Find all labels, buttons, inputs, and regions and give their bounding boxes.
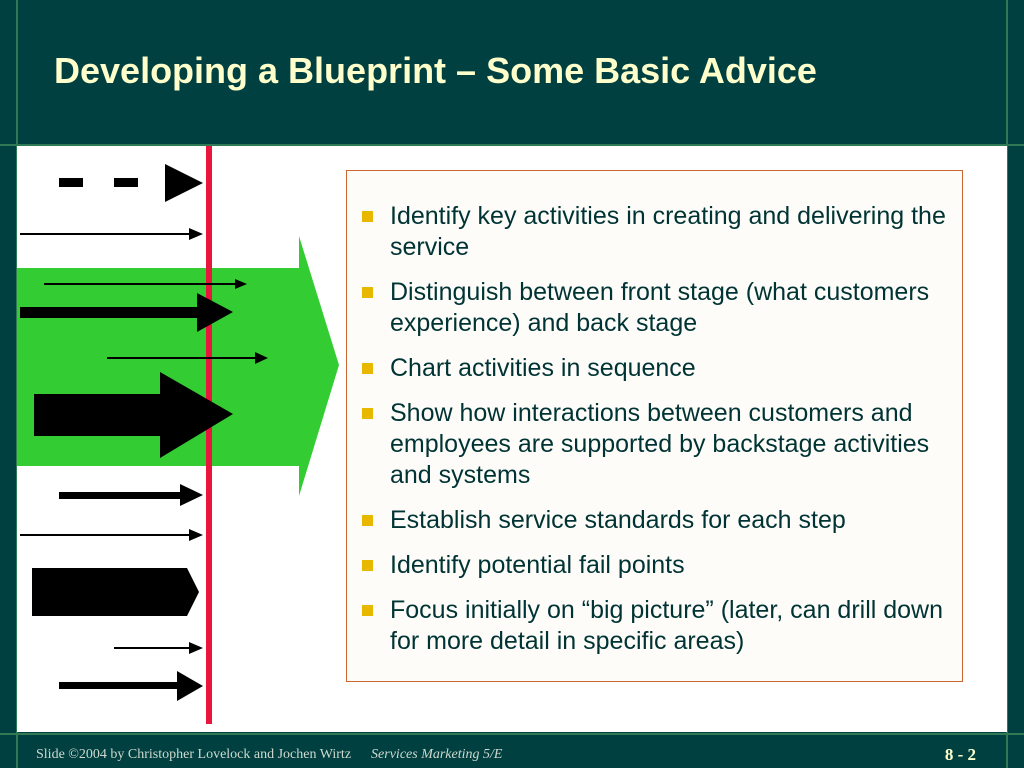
square-bullet-icon bbox=[362, 287, 373, 298]
bullet-item: Distinguish between front stage (what cu… bbox=[361, 277, 946, 339]
bullet-item: Focus initially on “big picture” (later,… bbox=[361, 595, 946, 657]
blueprint-arrows-diagram bbox=[17, 146, 339, 724]
page-number: 8 - 2 bbox=[944, 745, 976, 764]
bullet-item: Chart activities in sequence bbox=[361, 353, 946, 384]
slide-footer: Slide ©2004 by Christopher Lovelock and … bbox=[36, 747, 502, 763]
bullet-item: Identify key activities in creating and … bbox=[361, 201, 946, 263]
bullet-item: Establish service standards for each ste… bbox=[361, 505, 946, 536]
square-bullet-icon bbox=[362, 408, 373, 419]
bullet-item: Identify potential fail points bbox=[361, 550, 946, 581]
green-block-arrow bbox=[17, 236, 339, 496]
dash-segment bbox=[114, 178, 138, 187]
advice-textbox: Identify key activities in creating and … bbox=[346, 170, 963, 682]
slide-title: Developing a Blueprint – Some Basic Advi… bbox=[54, 50, 817, 91]
bullet-text: Identify potential fail points bbox=[390, 551, 685, 579]
line-of-visibility bbox=[206, 146, 212, 724]
bullet-item: Show how interactions between customers … bbox=[361, 398, 946, 491]
advice-list: Identify key activities in creating and … bbox=[347, 171, 962, 657]
thin-arrow-head bbox=[235, 279, 247, 289]
dash-segment bbox=[59, 178, 83, 187]
bullet-text: Identify key activities in creating and … bbox=[390, 202, 946, 261]
medium-arrow-head bbox=[177, 671, 203, 701]
frame-line-bottom bbox=[0, 733, 1024, 735]
medium-arrow-head bbox=[180, 484, 203, 506]
bullet-text: Distinguish between front stage (what cu… bbox=[390, 278, 930, 337]
medium-arrow-shaft bbox=[59, 682, 187, 689]
thin-arrow-head bbox=[189, 228, 203, 240]
bullet-text: Establish service standards for each ste… bbox=[390, 506, 846, 534]
bullet-text: Chart activities in sequence bbox=[390, 354, 696, 382]
bullet-text: Show how interactions between customers … bbox=[390, 399, 930, 489]
thin-arrow-head bbox=[189, 529, 203, 541]
thin-arrow-head bbox=[189, 642, 203, 654]
square-bullet-icon bbox=[362, 605, 373, 616]
block-arrow bbox=[34, 372, 233, 458]
thick-arrow-head bbox=[197, 293, 233, 332]
thick-arrow-shaft bbox=[20, 307, 200, 318]
footer-credit: Slide ©2004 by Christopher Lovelock and … bbox=[36, 747, 352, 762]
frame-line-right bbox=[1006, 0, 1008, 768]
pentagon-block bbox=[32, 568, 199, 616]
medium-arrow-shaft bbox=[59, 492, 187, 499]
square-bullet-icon bbox=[362, 515, 373, 526]
square-bullet-icon bbox=[362, 363, 373, 374]
thin-arrow-head bbox=[255, 352, 268, 364]
bullet-text: Focus initially on “big picture” (later,… bbox=[390, 596, 944, 655]
square-bullet-icon bbox=[362, 560, 373, 571]
dashed-arrow-head bbox=[165, 164, 203, 202]
slide-content: Identify key activities in creating and … bbox=[17, 146, 1007, 732]
footer-book-title: Services Marketing 5/E bbox=[371, 747, 503, 762]
frame-line-top bbox=[0, 144, 1024, 146]
square-bullet-icon bbox=[362, 211, 373, 222]
